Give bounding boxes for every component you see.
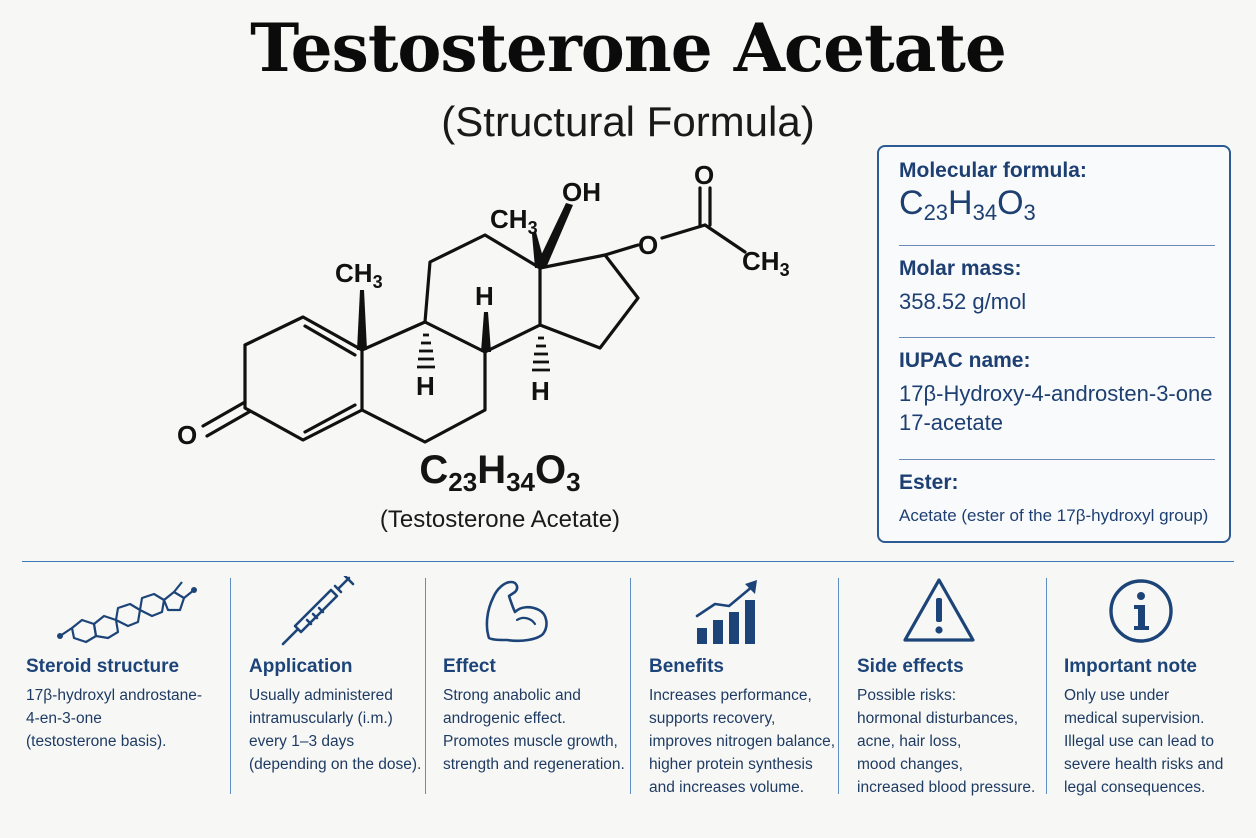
ketone-bond-2	[205, 410, 251, 438]
growth-chart-icon	[695, 580, 757, 644]
ketone-bond-1	[201, 400, 247, 428]
molar-mass-section: Molar mass: 358.52 g/mol	[899, 257, 1217, 316]
ring-a	[243, 315, 364, 442]
column-separator	[630, 578, 631, 794]
molecular-formula-label: Molecular formula:	[899, 159, 1087, 182]
structure-formula: C23H34O3	[419, 448, 581, 497]
wedge-c19-methyl	[357, 290, 367, 350]
label-h-c8: H	[475, 281, 494, 311]
column-title: Steroid structure	[26, 656, 180, 677]
molar-mass-label: Molar mass:	[899, 257, 1022, 280]
page-title: Testosterone Acetate	[250, 9, 1007, 87]
info-column-important-note: Important note Only use under medical su…	[1064, 576, 1256, 796]
info-column-effect: Effect Strong anabolic and androgenic ef…	[443, 576, 648, 796]
info-divider	[899, 459, 1215, 460]
label-ch3-c18: CH3	[490, 204, 538, 238]
syringe-icon	[281, 576, 355, 646]
iupac-value-line2: 17-acetate	[899, 410, 1003, 435]
label-o-ester: O	[638, 230, 658, 260]
warning-icon	[903, 578, 975, 642]
column-title: Side effects	[857, 656, 964, 677]
label-o-ketone: O	[177, 420, 197, 450]
label-h-c14: H	[531, 376, 550, 406]
info-divider	[899, 337, 1215, 338]
column-title: Important note	[1064, 656, 1197, 677]
ring-d	[538, 253, 640, 350]
column-separator	[230, 578, 231, 794]
double-bond-c4-c5	[303, 403, 357, 434]
double-bond-c1-c2	[303, 324, 357, 357]
flexed-arm-icon	[485, 580, 548, 643]
structure-name: (Testosterone Acetate)	[379, 506, 621, 533]
info-panel: Molecular formula: C23H34O3 Molar mass: …	[877, 145, 1231, 543]
wedge-h-c8	[481, 312, 491, 352]
column-separator	[425, 578, 426, 794]
ester-label: Ester:	[899, 471, 959, 494]
hash-h-c14	[532, 336, 550, 372]
info-column-steroid-structure: Steroid structure 17β-hydroxyl androstan…	[26, 576, 231, 796]
info-column-benefits: Benefits Increases performance, supports…	[649, 576, 854, 796]
column-text: Possible risks: hormonal disturbances, a…	[857, 687, 1036, 796]
ester-value: Acetate (ester of the 17β-hydroxyl group…	[899, 506, 1209, 525]
info-column-application: Application Usually administered intramu…	[249, 576, 454, 796]
column-text: Increases performance, supports recovery…	[649, 687, 836, 796]
molar-mass-value: 358.52 g/mol	[899, 289, 1027, 314]
column-title: Application	[249, 656, 353, 677]
iupac-section: IUPAC name: 17β-Hydroxy-4-androsten-3-on…	[899, 349, 1217, 437]
column-separator	[1046, 578, 1047, 794]
acetyl-methyl-bond	[703, 223, 747, 254]
info-column-side-effects: Side effects Possible risks: hormonal di…	[857, 576, 1062, 796]
column-text: Usually administered intramuscularly (i.…	[249, 687, 422, 773]
structural-formula-diagram: O CH3 CH3 OH O O CH3 H H H	[177, 160, 790, 450]
label-o-carbonyl: O	[694, 160, 714, 190]
ester-bond-o	[603, 243, 640, 257]
label-h-c9: H	[416, 371, 435, 401]
steroid-structure-icon	[57, 581, 197, 644]
ester-section: Ester: Acetate (ester of the 17β-hydroxy…	[899, 471, 1217, 530]
ring-c	[423, 233, 542, 354]
column-title: Benefits	[649, 656, 724, 677]
ester-bond-c	[660, 223, 707, 240]
section-divider	[22, 561, 1234, 562]
molecular-formula-section: Molecular formula: C23H34O3	[899, 159, 1217, 227]
molecular-formula-value: C23H34O3	[899, 184, 1036, 225]
label-ch3-c19: CH3	[335, 258, 383, 292]
iupac-label: IUPAC name:	[899, 349, 1031, 372]
info-divider	[899, 245, 1215, 246]
iupac-value-line1: 17β-Hydroxy-4-androsten-3-one	[899, 381, 1213, 406]
column-text: Strong anabolic and androgenic effect. P…	[443, 687, 625, 773]
label-oh: OH	[562, 177, 601, 207]
column-text: 17β-hydroxyl androstane- 4-en-3-one (tes…	[26, 687, 203, 750]
info-icon	[1109, 579, 1173, 643]
column-separator	[838, 578, 839, 794]
label-ch3-acetyl: CH3	[742, 246, 790, 280]
wedge-oh	[535, 203, 573, 268]
ring-b	[360, 320, 487, 444]
page-subtitle: (Structural Formula)	[441, 98, 815, 145]
column-text: Only use under medical supervision. Ille…	[1064, 687, 1224, 796]
column-title: Effect	[443, 656, 496, 677]
hash-h-c9	[417, 333, 435, 369]
